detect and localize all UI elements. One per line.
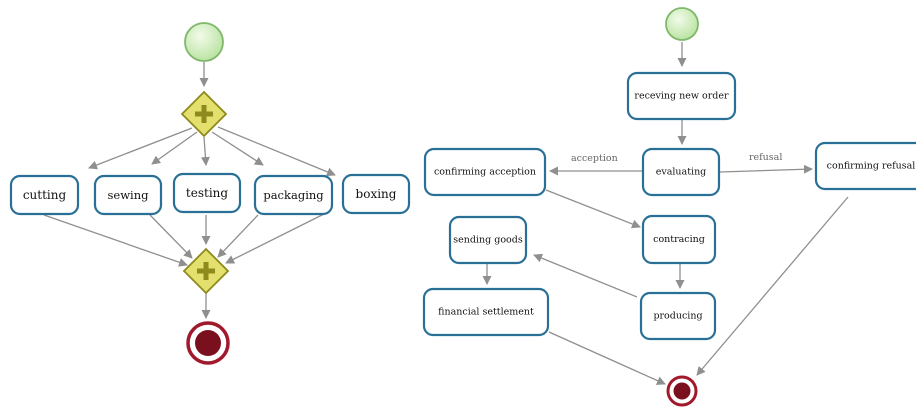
edge-fork-to-testing [200,136,210,166]
task-producing[interactable]: producing [639,291,717,341]
task-receiving-label: receving new order [634,91,729,102]
task-boxing[interactable]: boxing [341,173,411,215]
right-edges [482,42,849,385]
task-receiving-new-order[interactable]: receving new order [626,71,737,121]
end-event[interactable] [186,321,230,365]
left-edges [43,62,336,319]
task-confirming-acception-label: confirming acception [434,167,536,178]
task-contracing[interactable]: contracing [641,214,717,265]
edge-fork-to-cutting [88,127,193,170]
edge-sewing-to-join [149,214,193,259]
task-sending-goods-label: sending goods [453,235,523,246]
edge-fork-to-boxing [217,126,336,177]
edge-acception-to-contracing [545,189,641,229]
left-process: cutting sewing testing packaging boxing [9,22,411,365]
end-event[interactable] [666,375,698,407]
edge-fork-to-packaging [211,131,264,166]
edge-label-refusal: refusal [749,152,782,163]
task-cutting[interactable]: cutting [9,174,80,216]
start-event[interactable] [665,7,699,41]
task-evaluating[interactable]: evaluating [641,147,721,197]
task-testing-label: testing [186,186,228,200]
task-financial-settlement[interactable]: financial settlement [422,287,550,337]
start-event[interactable] [184,22,224,62]
edge-boxing-to-join [225,211,329,264]
task-contracing-label: contracing [653,234,705,245]
task-evaluating-label: evaluating [656,167,707,178]
edge-packaging-to-join [217,214,259,258]
parallel-join-gateway[interactable] [182,247,230,295]
task-confirming-refusal[interactable]: confirming refusal [814,141,916,191]
task-packaging[interactable]: packaging [253,174,334,216]
edge-refusal-to-end [696,196,849,376]
parallel-fork-gateway[interactable] [180,90,228,138]
task-confirming-acception[interactable]: confirming acception [423,147,547,197]
edge-label-acception: acception [571,153,618,164]
right-process: acception refusal receving new order eva… [422,7,916,407]
edge-evaluating-to-refusal [719,164,813,174]
task-confirming-refusal-label: confirming refusal [827,161,916,172]
task-packaging-label: packaging [263,188,324,202]
edge-fork-to-sewing [151,131,198,165]
task-sending-goods[interactable]: sending goods [448,215,528,265]
edge-producing-to-sending [533,253,638,298]
task-sewing[interactable]: sewing [93,174,163,216]
edge-settlement-to-end [548,331,666,385]
task-sewing-label: sewing [108,188,150,202]
task-cutting-label: cutting [23,188,67,202]
task-boxing-label: boxing [356,187,397,201]
task-producing-label: producing [653,311,702,322]
edge-cutting-to-join [43,214,188,267]
task-financial-settlement-label: financial settlement [438,307,534,318]
task-testing[interactable]: testing [172,172,242,214]
